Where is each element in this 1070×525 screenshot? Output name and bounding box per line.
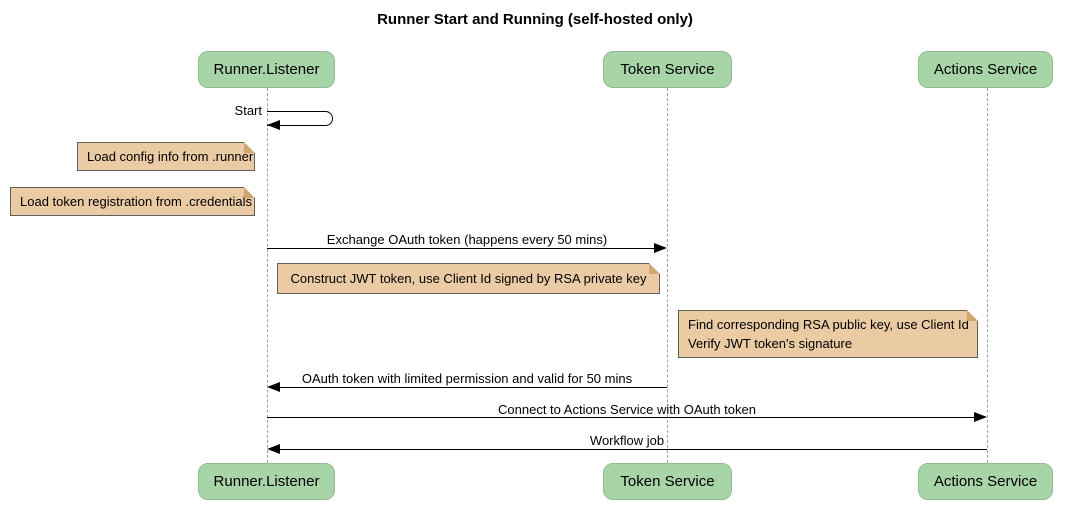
lifeline-actions-service bbox=[987, 88, 988, 463]
arrowhead-right-icon bbox=[654, 243, 667, 253]
arrowhead-left-icon bbox=[267, 120, 280, 130]
note-verify-jwt-line1: Find corresponding RSA public key, use C… bbox=[688, 317, 969, 332]
note-construct-jwt-text: Construct JWT token, use Client Id signe… bbox=[290, 271, 647, 286]
note-load-token-text: Load token registration from .credential… bbox=[20, 194, 252, 209]
note-load-config-text: Load config info from .runner bbox=[87, 149, 254, 164]
message-label-exchange: Exchange OAuth token (happens every 50 m… bbox=[326, 232, 608, 247]
arrowhead-left-icon bbox=[267, 382, 280, 392]
participant-runner-listener-top: Runner.Listener bbox=[198, 51, 335, 88]
participant-actions-service-bottom: Actions Service bbox=[918, 463, 1053, 500]
note-load-config: Load config info from .runner bbox=[77, 142, 255, 171]
diagram-title: Runner Start and Running (self-hosted on… bbox=[377, 11, 693, 28]
lifeline-token-service bbox=[667, 88, 668, 463]
note-construct-jwt: Construct JWT token, use Client Id signe… bbox=[277, 263, 660, 294]
participant-runner-listener-bottom: Runner.Listener bbox=[198, 463, 335, 500]
lifeline-runner-listener bbox=[267, 88, 268, 463]
message-arrow-oauth-return bbox=[278, 387, 667, 388]
message-label-oauth-return: OAuth token with limited permission and … bbox=[301, 371, 633, 386]
participant-actions-service-top: Actions Service bbox=[918, 51, 1053, 88]
arrowhead-left-icon bbox=[267, 444, 280, 454]
message-arrow-exchange bbox=[267, 248, 657, 249]
message-label-connect: Connect to Actions Service with OAuth to… bbox=[498, 402, 756, 417]
note-verify-jwt: Find corresponding RSA public key, use C… bbox=[678, 310, 978, 358]
message-label-start: Start bbox=[234, 103, 262, 118]
message-label-workflow: Workflow job bbox=[589, 433, 665, 448]
note-verify-jwt-line2: Verify JWT token's signature bbox=[688, 336, 853, 351]
participant-token-service-top: Token Service bbox=[603, 51, 732, 88]
note-load-token: Load token registration from .credential… bbox=[10, 187, 255, 216]
self-message-start-arrow bbox=[267, 111, 333, 126]
message-arrow-connect bbox=[267, 417, 977, 418]
message-arrow-workflow bbox=[278, 449, 987, 450]
participant-token-service-bottom: Token Service bbox=[603, 463, 732, 500]
arrowhead-right-icon bbox=[974, 412, 987, 422]
